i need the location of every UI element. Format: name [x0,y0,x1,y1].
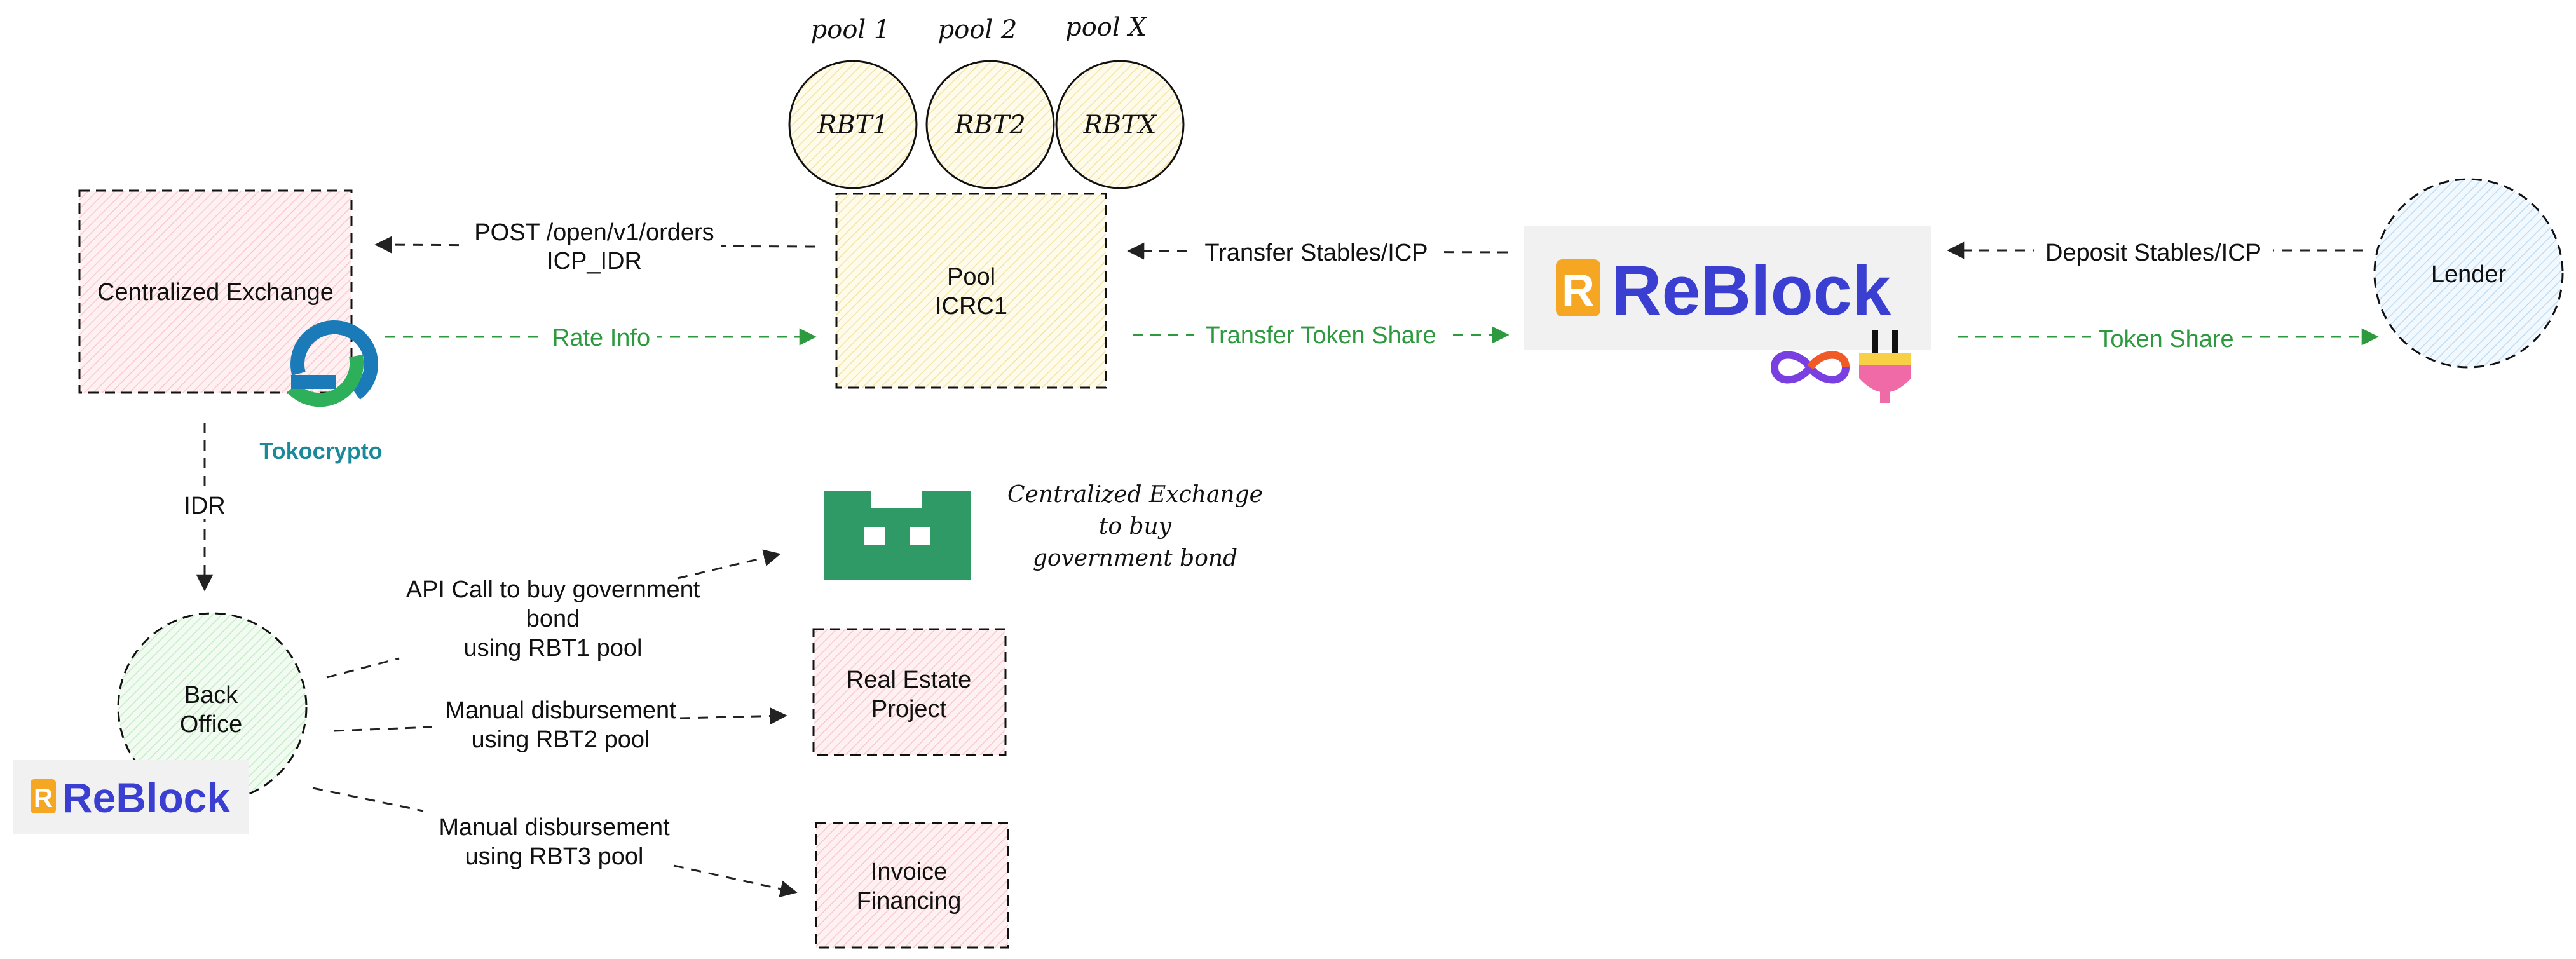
real-estate-project-box [812,628,1007,756]
manual-rbt3-label-line1: Manual disbursement [439,814,670,841]
bond-note-line1: Centralized Exchange [1007,482,1263,508]
rate-info-label: Rate Info [552,325,650,351]
transfer-stables-label: Transfer Stables/ICP [1204,240,1428,266]
infinity-icon-accent [1807,351,1850,370]
exchange-robot-eye-right [910,527,930,545]
plug-prong-right [1892,330,1898,355]
post-orders-label-line1: POST /open/v1/orders [474,219,714,246]
token-share-label: Token Share [2098,326,2233,353]
reblock-logo-small: R ReBlock [13,760,249,834]
arrow-rbt3-head [673,864,798,897]
centralized-exchange-box [78,189,353,394]
back-office-label-line2: Office [180,711,243,738]
reblock-wordmark-small: ReBlock [62,774,230,821]
pool-1-header: pool 1 [811,15,890,44]
pool-rbt1-circle [788,60,918,189]
arrow-rbt2-head [679,707,787,725]
centralized-exchange-label: Centralized Exchange [97,279,334,306]
pool-2-header: pool 2 [938,15,1018,44]
pool-rbtx-circle [1055,60,1185,189]
manual-rbt3-label-line2: using RBT3 pool [465,843,644,870]
tokocrypto-text: Tokocrypto [259,438,382,464]
token-share-label-bg [2091,324,2241,352]
pool-x-header: pool X [1065,13,1147,42]
reblock-wordmark-large: ReBlock [1611,252,1891,330]
exchange-robot-eye-left [864,527,885,545]
api-call-label-line2: bond [526,606,580,632]
pool-icrc1-label-line2: ICRC1 [935,293,1007,320]
bond-note-line3: government bond [1033,545,1237,571]
back-office-circle [117,612,308,803]
rate-info-label-bg [545,323,657,351]
tokocrypto-mark-green [287,354,364,407]
transfer-stables-label-bg [1195,238,1438,266]
idr-label: IDR [184,493,225,519]
manual-rbt2-label-line2: using RBT2 pool [472,726,650,753]
invoice-label-line1: Invoice [871,859,947,885]
plug-cord [1880,388,1890,403]
plug-icon [1859,330,1911,403]
bond-note-line2: to buy [1099,514,1172,540]
pool-icrc1-label-line1: Pool [947,264,995,290]
deposit-stables-label-bg [2034,238,2273,266]
tokocrypto-mark-blue [290,320,378,400]
deposit-stables-label: Deposit Stables/ICP [2045,240,2261,266]
lender-circle [2373,178,2564,369]
pool-rbtx-label: RBTX [1083,111,1157,140]
plug-body-accent [1859,365,1911,393]
transfer-token-share-label-bg [1194,322,1448,350]
transfer-token-share-label: Transfer Token Share [1205,322,1436,349]
arrow-reblock-to-pool [1127,242,1508,260]
pool-rbt2-circle [925,60,1055,189]
idr-label-bg [178,491,231,519]
pool-icrc1-box [835,193,1107,389]
api-call-label-line3: using RBT1 pool [464,635,643,662]
tokocrypto-mark-bar [291,375,336,389]
real-estate-label-line1: Real Estate [847,667,971,693]
tokocrypto-logo: Tokocrypto [259,320,383,464]
reblock-logo-large: R ReBlock [1524,226,1931,350]
reblock-mark-large-letter: R [1562,266,1595,316]
reblock-mark-small [31,779,56,813]
reblock-mark-large [1556,259,1600,316]
pool-rbt2-label: RBT2 [954,111,1026,140]
invoice-financing-box [815,822,1009,949]
arrow-rbt3-tail [312,787,424,812]
invoice-label-line2: Financing [857,888,962,915]
back-office-label-line1: Back [184,682,238,709]
arrow-api-call-tail [326,657,400,679]
plug-prong-left [1872,330,1878,355]
exchange-robot-icon [824,491,971,580]
post-orders-label-bg [467,213,721,276]
manual-rbt2-label-line1: Manual disbursement [445,697,676,724]
lender-label: Lender [2431,261,2507,288]
exchange-robot-body [824,491,971,580]
reblock-mark-small-letter: R [34,783,53,813]
arrow-rbt2-tail [334,726,433,732]
api-call-label-line1: API Call to buy government [406,576,700,603]
post-orders-label-line2: ICP_IDR [547,248,642,275]
pool-rbt1-label: RBT1 [817,111,889,140]
pool-circles: pool 1 pool 2 pool X RBT1 RBT2 RBTX [788,13,1185,189]
infinity-icon [1770,351,1850,384]
arrow-api-call-head [677,549,781,580]
real-estate-label-line2: Project [871,696,947,723]
